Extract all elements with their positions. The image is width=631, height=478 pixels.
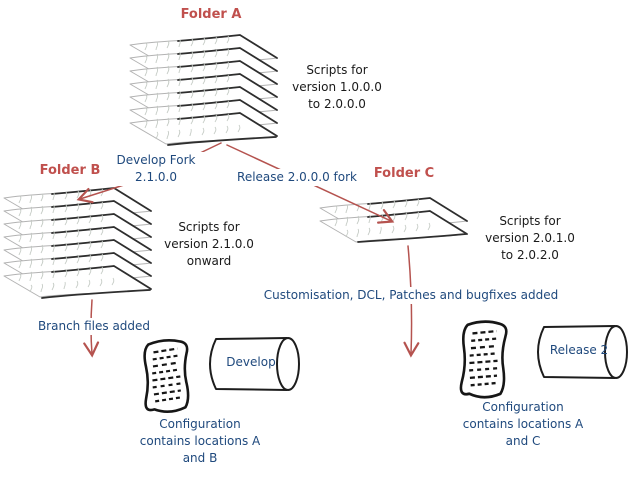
config-document-b-icon: [142, 338, 191, 414]
config-b-caption: Configuration contains locations A and B: [139, 417, 261, 465]
config-document-c-icon: [459, 319, 509, 400]
branch-files-note: Branch files added: [14, 318, 174, 335]
folder-b-label: Folder B: [39, 163, 101, 178]
release-database-label: Release 2: [549, 343, 609, 357]
folder-c-stack-icon: [320, 198, 467, 243]
folder-b-stack-icon: [4, 188, 151, 299]
release-fork-label: Release 2.0.0.0 fork: [207, 169, 387, 186]
folder-c-label: Folder C: [373, 166, 435, 181]
customisation-note: Customisation, DCL, Patches and bugfixes…: [251, 287, 571, 304]
folder-c-description: Scripts for version 2.0.1.0 to 2.0.2.0: [485, 214, 575, 262]
folder-a-description: Scripts for version 1.0.0.0 to 2.0.0.0: [292, 63, 382, 111]
config-c-caption: Configuration contains locations A and C: [462, 400, 584, 448]
develop-database-label: Develop: [226, 355, 276, 369]
folder-b-description: Scripts for version 2.1.0.0 onward: [164, 220, 254, 268]
folder-a-label: Folder A: [180, 7, 242, 22]
develop-fork-label: Develop Fork 2.1.0.0: [86, 152, 226, 186]
folder-a-stack-icon: [130, 35, 277, 146]
